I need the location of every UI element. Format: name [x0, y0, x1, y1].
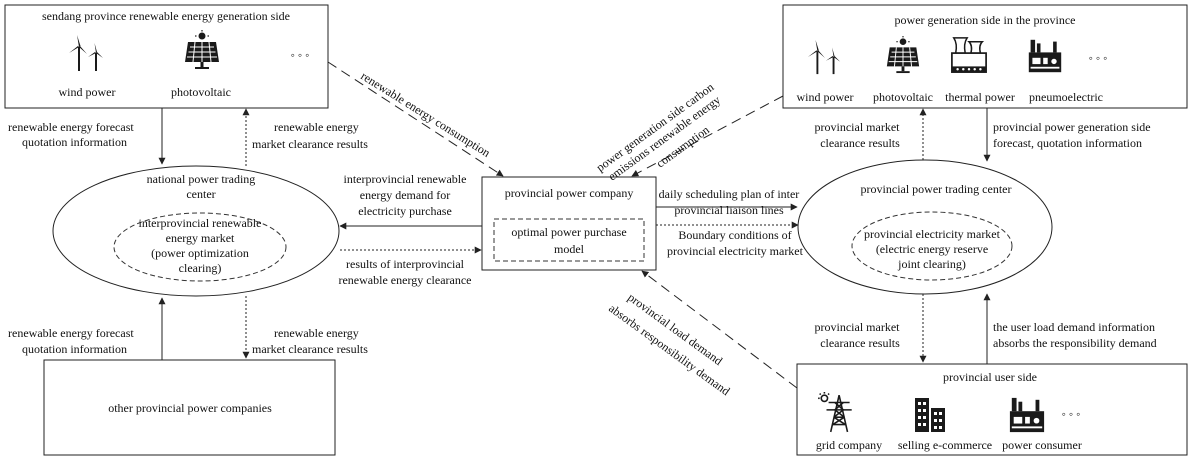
- label-right-clear-top-1: provincial market: [815, 120, 901, 134]
- optimal-model-line2: model: [554, 242, 585, 256]
- sendang-generation-title: sendang province renewable energy genera…: [42, 9, 290, 23]
- label-boundary-1: Boundary conditions of: [678, 228, 791, 242]
- other-companies-box: other provincial power companies: [43, 359, 336, 456]
- province-generation-box: power generation side in the province ◦ …: [782, 4, 1188, 109]
- label-forecast-top-2: quotation information: [22, 135, 127, 149]
- national-title-line2: center: [186, 187, 215, 201]
- thermal-power-label: thermal power: [945, 90, 1015, 104]
- label-right-clear-bot-1: provincial market: [815, 320, 901, 334]
- sendang-generation-box: sendang province renewable energy genera…: [4, 4, 329, 109]
- label-forecast-bot-2: quotation information: [22, 342, 127, 356]
- label-right-clear-bot-2: clearance results: [820, 336, 900, 350]
- label-user-info-1: the user load demand information: [993, 320, 1155, 334]
- arrow-carbon-emissions: [631, 95, 784, 177]
- power-consumer-label: power consumer: [1002, 438, 1082, 452]
- label-clear-top-1: renewable energy: [274, 120, 359, 134]
- label-daily-2: provincial liaison lines: [674, 203, 784, 217]
- label-demand-1: interprovincial renewable: [344, 172, 467, 186]
- label-forecast-top-1: renewable energy forecast: [8, 120, 134, 134]
- national-inner-line1: interprovincial renewable: [139, 216, 262, 230]
- provincial-power-company-box: provincial power company optimal power p…: [481, 176, 657, 271]
- optimal-model-box: [493, 218, 645, 262]
- user-side-title: provincial user side: [943, 370, 1037, 384]
- provincial-inner-line1: provincial electricity market: [864, 227, 1001, 241]
- optimal-model-line1: optimal power purchase: [511, 225, 626, 239]
- other-companies-title: other provincial power companies: [108, 401, 272, 415]
- label-clear-bot-1: renewable energy: [274, 326, 359, 340]
- label-clear-bot-2: market clearance results: [252, 342, 368, 356]
- label-renewable-consumption: renewable energy consumption: [358, 69, 492, 160]
- label-demand-2: energy demand for: [360, 188, 450, 202]
- provincial-user-side-box: provincial user side ◦ ◦ ◦ grid company …: [796, 363, 1188, 456]
- wind-power-label: wind power: [59, 85, 116, 99]
- provincial-center-title: provincial power trading center: [861, 182, 1012, 196]
- ellipsis: ◦ ◦ ◦: [291, 48, 310, 62]
- national-inner-line2: energy market: [166, 231, 235, 245]
- photovoltaic-label: photovoltaic: [873, 90, 933, 104]
- interprovincial-market-ellipse: [113, 212, 287, 282]
- national-inner-line4: clearing): [179, 261, 222, 275]
- pneumoelectric-label: pneumoelectric: [1029, 90, 1103, 104]
- label-right-forecast-1: provincial power generation side: [993, 120, 1151, 134]
- label-clear-top-2: market clearance results: [252, 137, 368, 151]
- selling-e-commerce-label: selling e-commerce: [898, 438, 992, 452]
- ellipsis: ◦ ◦ ◦: [1089, 51, 1108, 65]
- arrow-load-demand: [641, 270, 798, 389]
- national-trading-center: national power trading center interprovi…: [52, 165, 340, 297]
- label-user-info-2: absorbs the responsibility demand: [993, 336, 1157, 350]
- grid-company-label: grid company: [816, 438, 882, 452]
- wind-power-label: wind power: [797, 90, 854, 104]
- label-right-forecast-2: forecast, quotation information: [993, 136, 1142, 150]
- national-title-line1: national power trading: [147, 172, 256, 186]
- company-title: provincial power company: [505, 186, 634, 200]
- label-results-2: renewable energy clearance: [338, 273, 471, 287]
- label-forecast-bot-1: renewable energy forecast: [8, 326, 134, 340]
- provincial-inner-line2: (electric energy reserve: [876, 242, 988, 256]
- label-boundary-2: provincial electricity market: [667, 244, 804, 258]
- ellipsis: ◦ ◦ ◦: [1062, 407, 1081, 421]
- photovoltaic-label: photovoltaic: [171, 85, 231, 99]
- label-right-clear-top-2: clearance results: [820, 136, 900, 150]
- label-demand-3: electricity purchase: [358, 204, 452, 218]
- provincial-inner-line3: joint clearing): [897, 257, 966, 271]
- national-inner-line3: (power optimization: [151, 246, 249, 260]
- province-generation-title: power generation side in the province: [895, 13, 1076, 27]
- provincial-trading-center: provincial power trading center provinci…: [797, 159, 1053, 295]
- label-daily-1: daily scheduling plan of inter: [659, 187, 800, 201]
- label-results-1: results of interprovincial: [346, 257, 465, 271]
- provincial-market-ellipse: [851, 211, 1013, 281]
- arrow-renewable-consumption: [327, 61, 504, 177]
